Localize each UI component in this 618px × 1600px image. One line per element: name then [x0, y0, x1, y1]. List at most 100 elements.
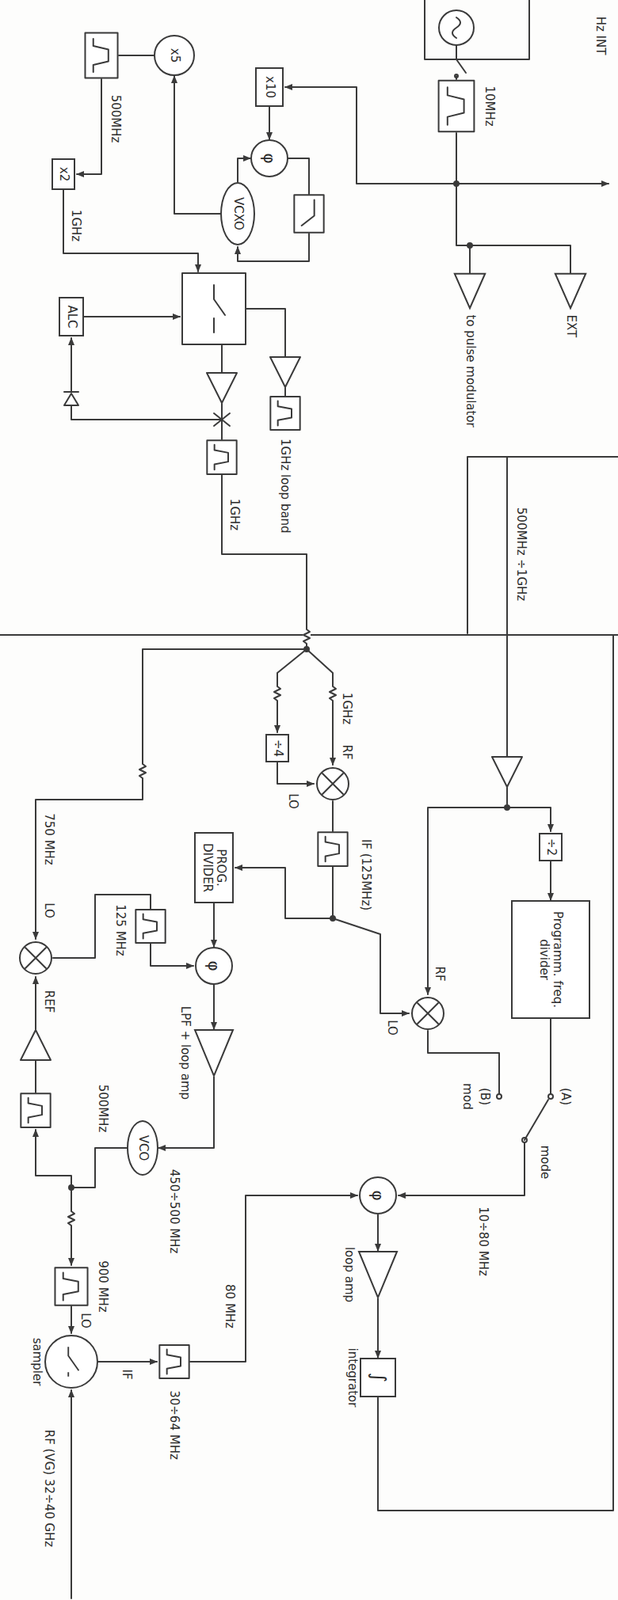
wire	[221, 344, 223, 373]
connector-line	[213, 985, 215, 1030]
connector-line	[549, 862, 552, 901]
wire	[427, 808, 508, 996]
wire	[288, 158, 309, 195]
resistor-symbol	[328, 682, 337, 707]
signal-label: RF (VG) 32÷40 GHz	[42, 1429, 57, 1550]
wire	[190, 1196, 358, 1363]
multiplier-box: x2	[51, 158, 76, 191]
node-caption: sampler	[30, 1337, 44, 1389]
wire	[549, 1019, 552, 1095]
wire	[277, 762, 314, 785]
junction-dot	[68, 1186, 74, 1191]
wire	[506, 457, 508, 757]
wire	[507, 788, 551, 832]
filter-symbol	[84, 33, 118, 79]
triangle-shape	[358, 1252, 397, 1299]
wire	[35, 1130, 127, 1189]
diode-symbol	[64, 392, 79, 406]
signal-label: 900 MHz	[96, 1259, 111, 1316]
connector-line	[377, 1215, 379, 1252]
switch-symbol	[456, 45, 466, 80]
integrator-box: ∫integrator	[359, 1358, 397, 1399]
signal-label: Hz INT	[594, 15, 608, 58]
junction-dot	[504, 805, 510, 811]
wire	[285, 87, 457, 184]
signal-label: mod	[461, 1082, 475, 1112]
signal-label: IF (125MHz)	[359, 838, 374, 913]
node-caption: to pulse modulator	[462, 313, 477, 430]
wire	[398, 1143, 525, 1197]
wire	[34, 1061, 37, 1094]
wire	[306, 649, 333, 766]
control-box: ALC	[58, 297, 84, 337]
divider-box: Programm. freq. divider	[511, 900, 591, 1020]
amplifier: LPF + loop amp	[194, 1030, 234, 1078]
triangle-shape	[194, 1030, 233, 1077]
mixer-symbol	[316, 768, 349, 801]
node-text: x2	[56, 167, 70, 182]
node-text: ALC	[64, 305, 78, 329]
wire	[245, 309, 286, 357]
node-text: ∫	[366, 1373, 390, 1385]
wire	[235, 867, 333, 920]
phase-detector: φ	[194, 947, 233, 986]
wire	[150, 944, 194, 967]
filter-symbol	[206, 440, 237, 475]
phase-detector: φ	[358, 1177, 397, 1216]
wire	[70, 1391, 73, 1600]
wire	[332, 919, 409, 1015]
frame-line	[467, 457, 618, 634]
amplifier-symbol	[20, 1030, 51, 1061]
connector-line	[174, 76, 221, 214]
node-text: VCO	[135, 1136, 149, 1163]
divider-box: PROG. DIVIDER	[194, 832, 234, 905]
node-text: PROG. DIVIDER	[200, 837, 229, 900]
oscillator-box	[424, 0, 530, 60]
signal-label: 500MHz	[96, 1083, 111, 1136]
multiplier-circle: x5	[153, 34, 195, 77]
oscillator-symbol	[438, 10, 474, 46]
filter-symbol	[293, 194, 324, 233]
wire	[277, 649, 307, 733]
junction-dot	[453, 181, 459, 187]
triangle-outline	[554, 273, 587, 309]
signal-label: IF	[120, 1368, 134, 1382]
oscillator: VCXO	[220, 182, 256, 246]
wire	[98, 1361, 157, 1364]
amplifier-symbol	[492, 757, 523, 788]
filter-symbol	[20, 1094, 50, 1129]
wire	[377, 635, 614, 1512]
signal-label: 500MHz ÷1GHz	[515, 506, 529, 603]
signal-label: 125 MHz	[114, 903, 128, 959]
wire	[63, 190, 199, 272]
filter-symbol	[438, 80, 475, 133]
signal-label: 1GHz	[69, 208, 84, 244]
signal-label: REF	[42, 989, 57, 1016]
mixer-symbol	[412, 998, 444, 1030]
resistor-symbol	[302, 625, 311, 650]
resistor-symbol	[138, 760, 147, 785]
triangle-outline	[358, 1251, 398, 1300]
signal-label: 10MHz	[483, 83, 497, 128]
node-text: x5	[167, 48, 181, 63]
node-caption: integrator	[345, 1347, 359, 1411]
node-text: VCXO	[230, 197, 245, 231]
triangle-outline	[194, 1030, 234, 1078]
filter-symbol	[317, 832, 348, 867]
switch-symbol	[213, 285, 226, 333]
signal-label: 750 MHz	[42, 812, 57, 868]
signal-label: mode	[538, 1144, 553, 1183]
switch-symbol	[45, 1337, 97, 1389]
connector-line	[377, 1299, 379, 1359]
signal-label: 30÷64 MHz	[167, 1389, 182, 1463]
wire	[142, 649, 307, 761]
node-text: φ	[260, 152, 279, 164]
signal-label: (A)	[559, 1087, 573, 1108]
resistor-symbol	[67, 1208, 76, 1233]
wire	[70, 338, 73, 393]
node-text: ÷2	[543, 839, 557, 857]
wire	[71, 406, 222, 420]
node-text: φ	[205, 961, 224, 972]
mixer-symbol	[19, 942, 52, 975]
